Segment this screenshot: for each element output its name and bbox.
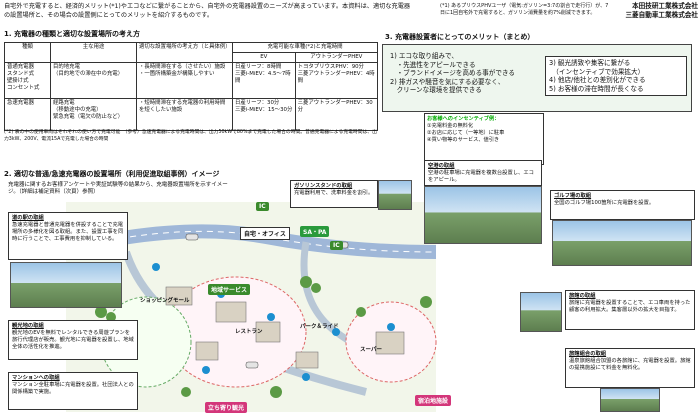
header-footnote: (*1) あるプリウスPHVユーザ（電気:ガソリン=3:7の割合で走行行）が、7… [440,3,609,16]
th-place: 適切な設置場所の考え方（と具体例） [136,42,233,63]
charger-table: 種類 主な用途 適切な設置場所の考え方（と具体例） 充電可能な車種(*2)と充電… [4,42,379,131]
section3-title: 3. 充電器設置者にとってのメリット（まとめ） [385,33,535,41]
incentive-item: ①充電料金の無料化 [427,123,474,129]
th-phev: アウトランダーPHEV [294,52,379,63]
table-note: (*2) 表の中の使用車両はそれぞれの使い方で充電可能 （参考）急速充電器による… [4,130,377,142]
th-ev: EV [232,52,296,63]
shopping-label: ショッピングモール [140,298,190,304]
case-ryokan: 旅館の取組 旅館に充電器を設置することで、エコ車両を持った顧客の利用拡大。集客層… [565,290,695,330]
case-title: ガソリンスタンドの取組 [294,183,353,189]
cell-phev: トヨタプリウスPHV：90分 三菱アウトランダーPHEV：4時間 [294,62,379,99]
case-text: マンション全駐車場に充電器を設置。社団法人との関係構築で実施。 [12,382,134,395]
onsen-photo [600,388,660,412]
case-title: 旅館組合の取組 [569,351,607,357]
stopover-label: 立ち寄り観光 [205,402,248,413]
incentive-title: お客様へのインセンティブ例： [427,116,500,122]
cell-type: 急速充電器 [4,98,51,131]
michinoeki-photo [10,262,122,308]
table-header-row: 種類 主な用途 適切な設置場所の考え方（と具体例） 充電可能な車種(*2)と充電… [4,42,378,63]
case-title: 観光地の取組 [12,323,44,329]
case-golf: ゴルフ場の取組 全国のゴルフ場100箇所に充電器を設置。 [550,190,695,220]
section2-title: 2. 適切な普通/急速充電器の設置場所（利用促進取組事例）イメージ [4,170,220,178]
merit-3: 3) 観光誘致や集客に繋がる [549,59,631,67]
merit-3a: （インセンティブで効果拡大） [549,67,645,76]
gas-station-photo [378,180,412,210]
merit-1a: ・先進性をアピールできる [390,60,476,69]
case-title: ゴルフ場の取組 [554,193,592,199]
case-gas-station: ガソリンスタンドの取組 充電器利用で、洗車料金を割引。 [290,180,378,208]
th-cars: 充電可能な車種(*2)と充電時間 [232,42,378,53]
cell-place: ・長時間滞在する（させたい）施設 ・一箇所構築金が構築しやすい [136,62,233,99]
cell-type: 普通充電器 スタンド式 壁掛け式 コンセント式 [4,62,51,99]
org-mitsubishi: 三菱自動車工業株式会社 [625,11,698,19]
cell-phev: 三菱アウトランダーPHEV：30分 [294,98,379,131]
merit-2: 2) 排ガスや騒音を気にする必要なく、 [390,77,505,86]
cell-place: ・短時間滞在する充電器の利用時間を短くしたい施設 [136,98,233,131]
cars [185,233,349,369]
case-text: 空港の駐車場に充電器を複数台設置し、エコをアピール。 [428,170,534,183]
case-text: 観光地のEVを無料でレンタルできる周遊プランを旅行代理店が販売。観光地に充電器を… [12,330,134,350]
th-use: 主な用途 [50,42,137,63]
airport-photo [424,186,542,244]
case-tourism: 観光地の取組 観光地のEVを無料でレンタルできる周遊プランを旅行代理店が販売。観… [8,320,138,360]
merit-5: 5) お客様の滞在時間が長くなる [549,84,644,93]
road-label: 地域サービス [208,284,251,295]
case-title: 道の駅の取組 [12,215,44,221]
case-title: 空港の取組 [428,163,455,169]
merit-4: 4) 他店/他社との差別化ができる [549,76,646,84]
section2-lead: 充電器に関するお客様アンケートや実証試験等の結果から、充電器設置場所を示すイメー… [8,182,228,195]
merit-1: 1) エコな取り組みで、 [390,52,458,60]
case-airport: 空港の取組 空港の駐車場に充電器を複数台設置し、エコをアピール。 [424,160,542,186]
table-row: 普通充電器 スタンド式 壁掛け式 コンセント式 目的地充電 （目的地での滞在中の… [4,62,379,99]
cell-ev: 日産リーフ：30分 三菱i-MiEV：15〜30分 [232,98,296,131]
case-text: 旅館に充電器を設置することで、エコ車両を持った顧客の利用拡大。集客層以外の拡大を… [569,300,691,313]
hotel-label: 宿泊地施設 [415,395,452,406]
merit-2a: クリーンな環境を提供できる [390,86,482,94]
golf-photo [552,220,692,266]
incentive-item: ④買い物等のサービス、値引き [427,137,500,143]
case-onsen-association: 旅館組合の取組 温泉旅館組合加盟の各旅館に、充電器を設置。旅館の提携施設にて料金… [565,348,695,388]
case-mansion: マンションへの取組 マンション全駐車場に充電器を設置。社団法人との関係構築で実施… [8,372,138,410]
case-title: 旅館の取組 [569,293,596,299]
case-text: 温泉旅館組合加盟の各旅館に、充電器を設置。旅館の提携施設にて料金を無料化。 [569,358,691,371]
org-honda: 本田技研工業株式会社 [632,2,698,10]
case-title: マンションへの取組 [12,375,60,381]
intro-text: 自宅外で充電すると、経済的メリット(*1)やエコなどに繋がることから、自宅外の充… [4,3,411,19]
case-text: 急速充電器と普通充電器を併設することで充電場所の多様化を図る取組。また、設置工事… [12,222,124,242]
case-text: 充電器利用で、洗車料金を割引。 [294,190,374,196]
merit-1b: ・ブランドイメージを高める事ができる [390,69,516,77]
merits-left: 1) エコな取り組みで、 ・先進性をアピールできる ・ブランドイメージを高める事… [390,52,540,95]
ic-label: IC [256,202,269,211]
ic-label: IC [330,241,343,250]
section1-title: 1. 充電器の種類と適切な設置場所の考え方 [4,30,140,38]
organizations: 本田技研工業株式会社 三菱自動車工業株式会社 [620,2,698,20]
th-type: 種類 [4,42,51,63]
table-row: 急速充電器 経路充電 （移動途中の充電） 緊急充電（電欠の防止など） ・短時間滞… [4,98,379,131]
merits-right: 3) 観光誘致や集客に繋がる （インセンティブで効果拡大） 4) 他店/他社との… [545,56,687,96]
case-michinoeki: 道の駅の取組 急速充電器と普通充電器を併設することで充電場所の多様化を図る取組。… [8,212,128,260]
super-label: スーパー [360,347,382,353]
home-label: 自宅・オフィス [240,227,290,240]
trees [95,276,432,398]
park-label: パーク＆ライド [300,324,339,330]
restaurant-label: レストラン [235,329,263,335]
cell-use: 経路充電 （移動途中の充電） 緊急充電（電欠の防止など） [50,98,137,131]
ryokan-photo [520,292,562,332]
sapa-label: SA・PA [300,226,330,237]
case-text: 全国のゴルフ場100箇所に充電器を設置。 [554,200,655,206]
incentive-item: ②お店に応じて（一等地）に駐車 [427,130,505,136]
cell-ev: 日産リーフ：8時間 三菱i-MiEV：4.5〜7時間 [232,62,296,99]
incentive-callout: お客様へのインセンティブ例： ①充電料金の無料化 ②お店に応じて（一等地）に駐車… [424,113,544,165]
cell-use: 目的地充電 （目的地での滞在中の充電） [50,62,137,99]
